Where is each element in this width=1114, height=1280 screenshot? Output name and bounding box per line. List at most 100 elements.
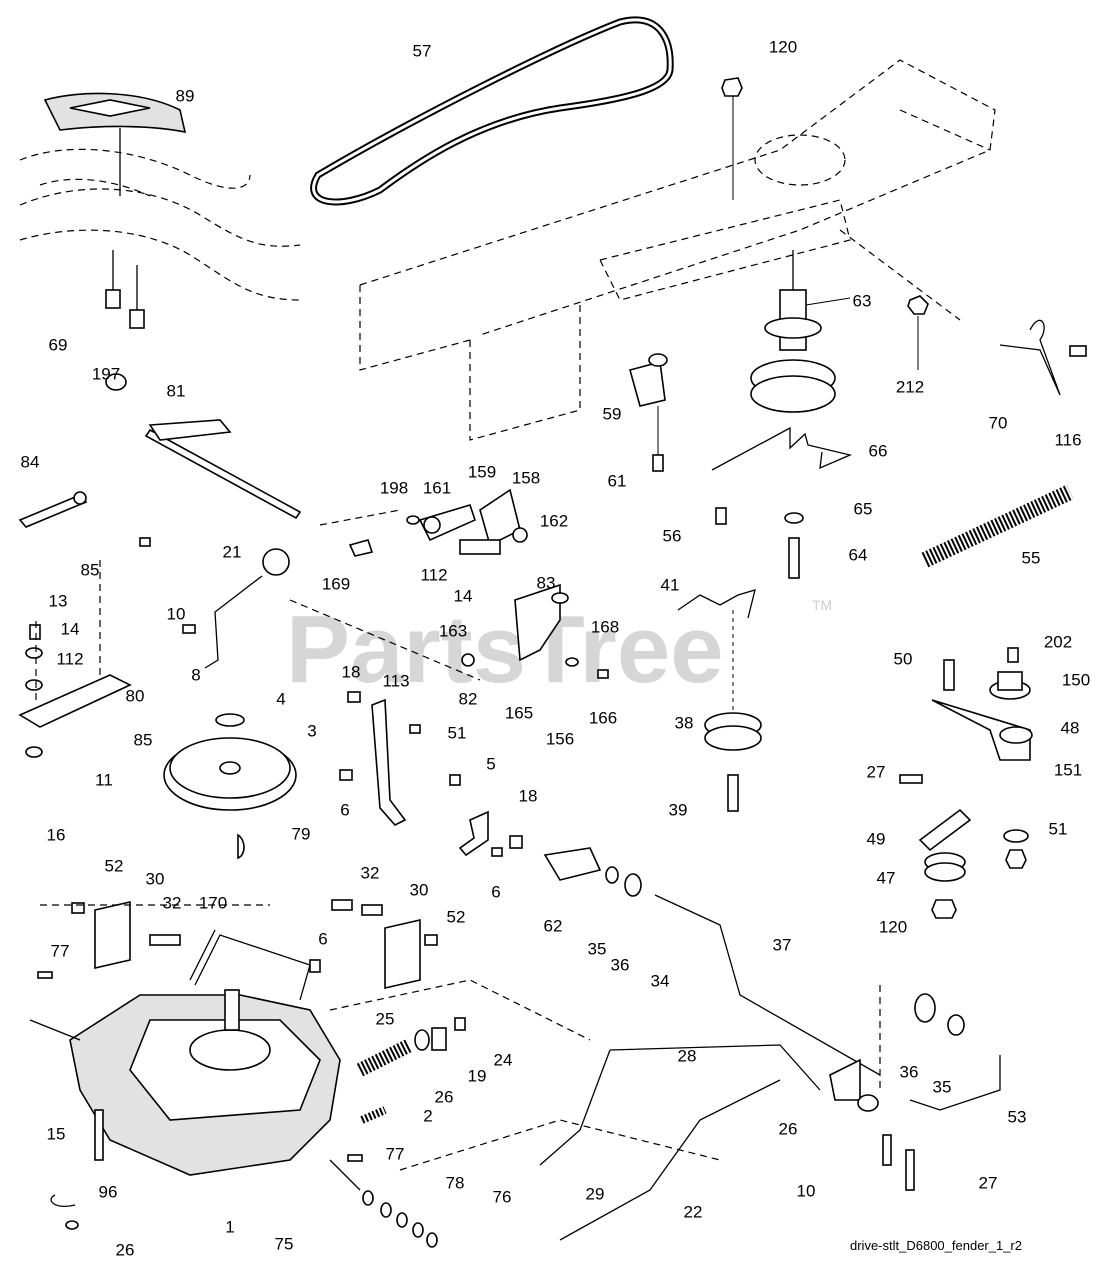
callout-53: 53 <box>1008 1107 1027 1126</box>
callout-163: 163 <box>439 621 467 640</box>
callout-13: 13 <box>49 591 68 610</box>
callout-202: 202 <box>1044 632 1072 651</box>
callout-27: 27 <box>979 1173 998 1192</box>
pulley-part-63 <box>750 250 851 413</box>
nut-part-120-top <box>721 77 743 200</box>
callout-170: 170 <box>199 893 227 912</box>
callout-89: 89 <box>176 86 195 105</box>
callout-151: 151 <box>1054 760 1082 779</box>
callout-116: 116 <box>1054 430 1081 449</box>
callout-56: 56 <box>663 526 682 545</box>
callout-85: 85 <box>134 730 153 749</box>
rod-part-70 <box>999 319 1087 396</box>
bolt-part-6-lower <box>309 959 321 973</box>
bracket-part-165 <box>514 583 609 679</box>
fender-outline <box>19 148 301 301</box>
callout-30: 30 <box>410 880 429 899</box>
bracket-part-59 <box>629 353 668 472</box>
spring-part-66 <box>711 426 853 471</box>
callout-80: 80 <box>126 686 145 705</box>
nut-part-212 <box>907 295 929 370</box>
callout-198: 198 <box>380 478 408 497</box>
callout-161: 161 <box>423 478 451 497</box>
bracket-part-113 <box>339 691 421 826</box>
callout-96: 96 <box>99 1182 118 1201</box>
shift-lever-part-8-21 <box>182 548 290 669</box>
callout-212: 212 <box>896 377 924 396</box>
callout-6: 6 <box>340 800 349 819</box>
pulley-part-38 <box>704 712 762 812</box>
idler-bracket-part-48 <box>931 647 1033 869</box>
tractor-frame <box>359 59 996 441</box>
rods-part-22-28-34-37 <box>539 847 915 1241</box>
callout-32: 32 <box>361 863 380 882</box>
callout-35: 35 <box>933 1077 952 1096</box>
callout-4: 4 <box>276 689 285 708</box>
callout-85: 85 <box>81 560 100 579</box>
diagram-reference: drive-stlt_D6800_fender_1_r2 <box>850 1238 1022 1253</box>
callout-6: 6 <box>318 929 327 948</box>
washer-bolt-part-64-65 <box>784 512 804 579</box>
callout-75: 75 <box>275 1234 294 1253</box>
callout-51: 51 <box>448 723 467 742</box>
callout-19: 19 <box>468 1066 487 1085</box>
watermark-trademark: TM <box>812 597 832 613</box>
bolts-part-69 <box>105 250 145 329</box>
callout-29: 29 <box>586 1184 605 1203</box>
callout-64: 64 <box>849 545 868 564</box>
bracket-part-80 <box>18 624 132 758</box>
callout-51: 51 <box>1049 819 1068 838</box>
watermark-text: PartsTree <box>286 596 724 703</box>
callout-159: 159 <box>468 462 496 481</box>
callout-169: 169 <box>322 574 350 593</box>
callout-8: 8 <box>191 665 200 684</box>
callout-50: 50 <box>894 649 913 668</box>
clip-part-169 <box>348 539 374 557</box>
callout-11: 11 <box>95 770 113 789</box>
callout-39: 39 <box>669 800 688 819</box>
spring-part-55 <box>921 484 1074 568</box>
callout-162: 162 <box>540 511 568 530</box>
bracket-part-41 <box>677 589 756 619</box>
bracket-part-5 <box>449 774 523 857</box>
callout-165: 165 <box>505 703 533 722</box>
callout-79: 79 <box>292 824 311 843</box>
callout-81: 81 <box>167 381 186 400</box>
callout-35: 35 <box>588 939 607 958</box>
callout-21: 21 <box>223 542 242 561</box>
bracket-part-30-left <box>71 900 181 970</box>
callout-10: 10 <box>167 604 186 623</box>
callout-18: 18 <box>519 786 538 805</box>
callout-34: 34 <box>651 971 670 990</box>
callout-5: 5 <box>486 754 495 773</box>
callout-112: 112 <box>420 565 447 584</box>
callout-15: 15 <box>47 1124 66 1143</box>
callout-166: 166 <box>589 708 617 727</box>
callout-59: 59 <box>603 404 622 423</box>
idler-pulley-part-47 <box>899 774 972 919</box>
drive-belt-part-57 <box>310 16 674 206</box>
bypass-rod-part-170 <box>189 929 311 1001</box>
callout-120: 120 <box>879 917 907 936</box>
rod-part-53 <box>909 993 1001 1111</box>
callout-82: 82 <box>459 689 478 708</box>
spring-part-25 <box>356 1017 466 1124</box>
bracket-part-30-right <box>331 899 438 990</box>
callout-83: 83 <box>537 573 556 592</box>
callout-47: 47 <box>877 868 896 887</box>
shaft-part-81 <box>105 373 302 520</box>
callout-78: 78 <box>446 1173 465 1192</box>
callout-27: 27 <box>867 762 886 781</box>
callout-49: 49 <box>867 829 886 848</box>
callout-28: 28 <box>678 1046 697 1065</box>
callout-120: 120 <box>769 37 797 56</box>
dashed-leaders <box>35 509 881 1171</box>
callout-55: 55 <box>1022 548 1041 567</box>
callout-30: 30 <box>146 869 165 888</box>
callout-66: 66 <box>869 441 888 460</box>
callout-10: 10 <box>797 1181 816 1200</box>
callout-62: 62 <box>544 916 563 935</box>
